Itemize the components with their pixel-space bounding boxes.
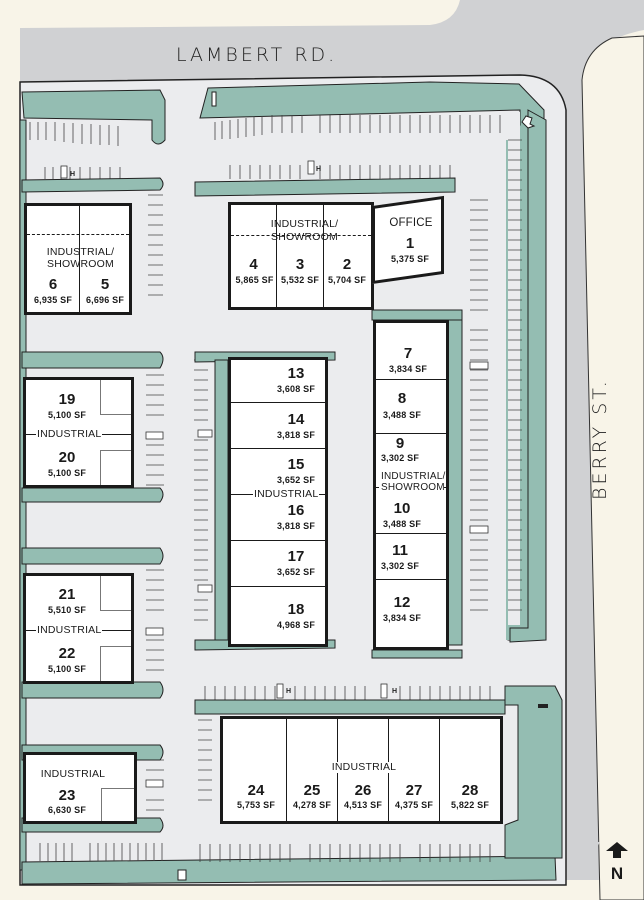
trash-enclosure-icon: [538, 704, 548, 708]
unit-number[interactable]: 14: [287, 411, 305, 428]
building-c-office: OFFICE 1 5,375 SF: [372, 195, 444, 284]
building-f: INDUSTRIAL 23 6,630 SF: [23, 752, 137, 824]
unit-number[interactable]: 3: [295, 256, 305, 273]
building-use-label: OFFICE: [389, 216, 433, 229]
unit-number[interactable]: 16: [287, 502, 305, 519]
parking-stalls-south: [39, 686, 491, 862]
landscape-islands: [21, 177, 506, 833]
building-use-label: INDUSTRIAL: [323, 762, 405, 773]
landscape-south-east: [504, 685, 563, 859]
unit-number[interactable]: 7: [403, 345, 413, 362]
unit-number[interactable]: 23: [58, 787, 76, 804]
unit-area: 3,302 SF: [380, 561, 420, 571]
unit-area: 5,704 SF: [327, 275, 367, 285]
unit-area: 3,302 SF: [380, 453, 420, 463]
unit-number[interactable]: 20: [58, 449, 76, 466]
unit-number[interactable]: 21: [58, 586, 76, 603]
building-use-label: INDUSTRIAL: [36, 428, 102, 440]
building-use-label: INDUSTRIAL: [253, 488, 319, 500]
unit-area: 5,100 SF: [47, 468, 87, 478]
building-d: 19 5,100 SF INDUSTRIAL 20 5,100 SF: [23, 377, 134, 488]
unit-number[interactable]: 27: [405, 782, 423, 799]
unit-number[interactable]: 19: [58, 391, 76, 408]
parking-stalls-east: [470, 139, 522, 611]
unit-number[interactable]: 6: [48, 276, 58, 293]
unit-area: 3,608 SF: [276, 384, 316, 394]
unit-number[interactable]: 26: [354, 782, 372, 799]
unit-area: 6,935 SF: [33, 295, 73, 305]
svg-text:H: H: [392, 688, 397, 695]
unit-number[interactable]: 9: [395, 435, 405, 452]
north-arrow-icon: [606, 842, 628, 858]
unit-number[interactable]: 2: [342, 256, 352, 273]
unit-area: 5,100 SF: [47, 410, 87, 420]
building-use-label: INDUSTRIAL/ SHOWROOM: [380, 471, 446, 493]
street-label-berry: BERRY ST.: [589, 378, 611, 500]
unit-area: 4,513 SF: [343, 800, 383, 810]
unit-area: 3,834 SF: [388, 364, 428, 374]
svg-text:H: H: [316, 166, 321, 173]
building-g: 13 3,608 SF 14 3,818 SF 15 3,652 SF INDU…: [228, 357, 328, 647]
unit-number[interactable]: 11: [392, 542, 408, 559]
landscape-south: [21, 855, 557, 885]
building-h: 7 3,834 SF 8 3,488 SF 9 3,302 SF INDUSTR…: [373, 320, 449, 650]
handicap-parking-icon: H H H H: [60, 160, 489, 788]
unit-number[interactable]: 24: [247, 782, 265, 799]
building-b: INDUSTRIAL/ SHOWROOM 4 5,865 SF 3 5,532 …: [228, 202, 374, 310]
north-compass: N: [604, 842, 630, 884]
unit-area: 5,532 SF: [280, 275, 320, 285]
building-use-label: INDUSTRIAL: [36, 624, 102, 636]
unit-area: 5,822 SF: [450, 800, 490, 810]
svg-text:H: H: [286, 688, 291, 695]
unit-number[interactable]: 10: [393, 500, 411, 517]
landscape-east-strip: [509, 109, 547, 643]
building-use-label: INDUSTRIAL/ SHOWROOM: [46, 246, 115, 270]
unit-number[interactable]: 15: [287, 456, 305, 473]
svg-text:H: H: [70, 171, 75, 178]
unit-number[interactable]: 4: [249, 256, 258, 273]
unit-number[interactable]: 25: [303, 782, 321, 799]
unit-number[interactable]: 1: [405, 234, 415, 252]
unit-number[interactable]: 12: [393, 594, 411, 611]
north-label: N: [610, 864, 624, 883]
unit-area: 3,652 SF: [276, 475, 316, 485]
unit-area: 5,510 SF: [47, 605, 87, 615]
unit-area: 4,278 SF: [292, 800, 332, 810]
building-a: INDUSTRIAL/ SHOWROOM 6 6,935 SF 5 6,696 …: [24, 203, 132, 315]
unit-number[interactable]: 5: [100, 276, 110, 293]
unit-number[interactable]: 13: [287, 365, 305, 382]
unit-area: 3,488 SF: [382, 519, 422, 529]
unit-area: 6,630 SF: [47, 805, 87, 815]
unit-area: 3,488 SF: [382, 410, 422, 420]
trash-enclosure-icon: [211, 91, 217, 107]
unit-number[interactable]: 22: [58, 645, 76, 662]
tree-icon: [521, 115, 536, 129]
landscape-north: [21, 89, 166, 145]
unit-area: 4,375 SF: [394, 800, 434, 810]
building-use-label: INDUSTRIAL: [40, 768, 106, 780]
unit-area: 5,865 SF: [235, 275, 274, 285]
unit-area: 3,834 SF: [382, 613, 422, 623]
unit-number[interactable]: 28: [461, 782, 479, 799]
unit-number[interactable]: 8: [397, 390, 407, 407]
trash-enclosure-icon: [177, 869, 187, 881]
unit-area: 4,968 SF: [276, 620, 316, 630]
unit-area: 5,375 SF: [390, 253, 430, 264]
unit-number[interactable]: 18: [287, 601, 305, 618]
unit-area: 5,100 SF: [47, 664, 87, 674]
parking-stalls-north: [29, 115, 501, 179]
unit-number[interactable]: 17: [287, 548, 305, 565]
unit-area: 3,818 SF: [276, 430, 316, 440]
street-label-lambert: LAMBERT RD.: [176, 44, 337, 66]
building-i: INDUSTRIAL 24 5,753 SF 25 4,278 SF 26 4,…: [220, 716, 503, 824]
building-e: 21 5,510 SF INDUSTRIAL 22 5,100 SF: [23, 573, 134, 684]
unit-area: 3,818 SF: [276, 521, 316, 531]
unit-area: 5,753 SF: [236, 800, 276, 810]
building-use-label: INDUSTRIAL/ SHOWROOM: [270, 218, 339, 243]
unit-area: 3,652 SF: [276, 567, 316, 577]
unit-area: 6,696 SF: [85, 295, 125, 305]
